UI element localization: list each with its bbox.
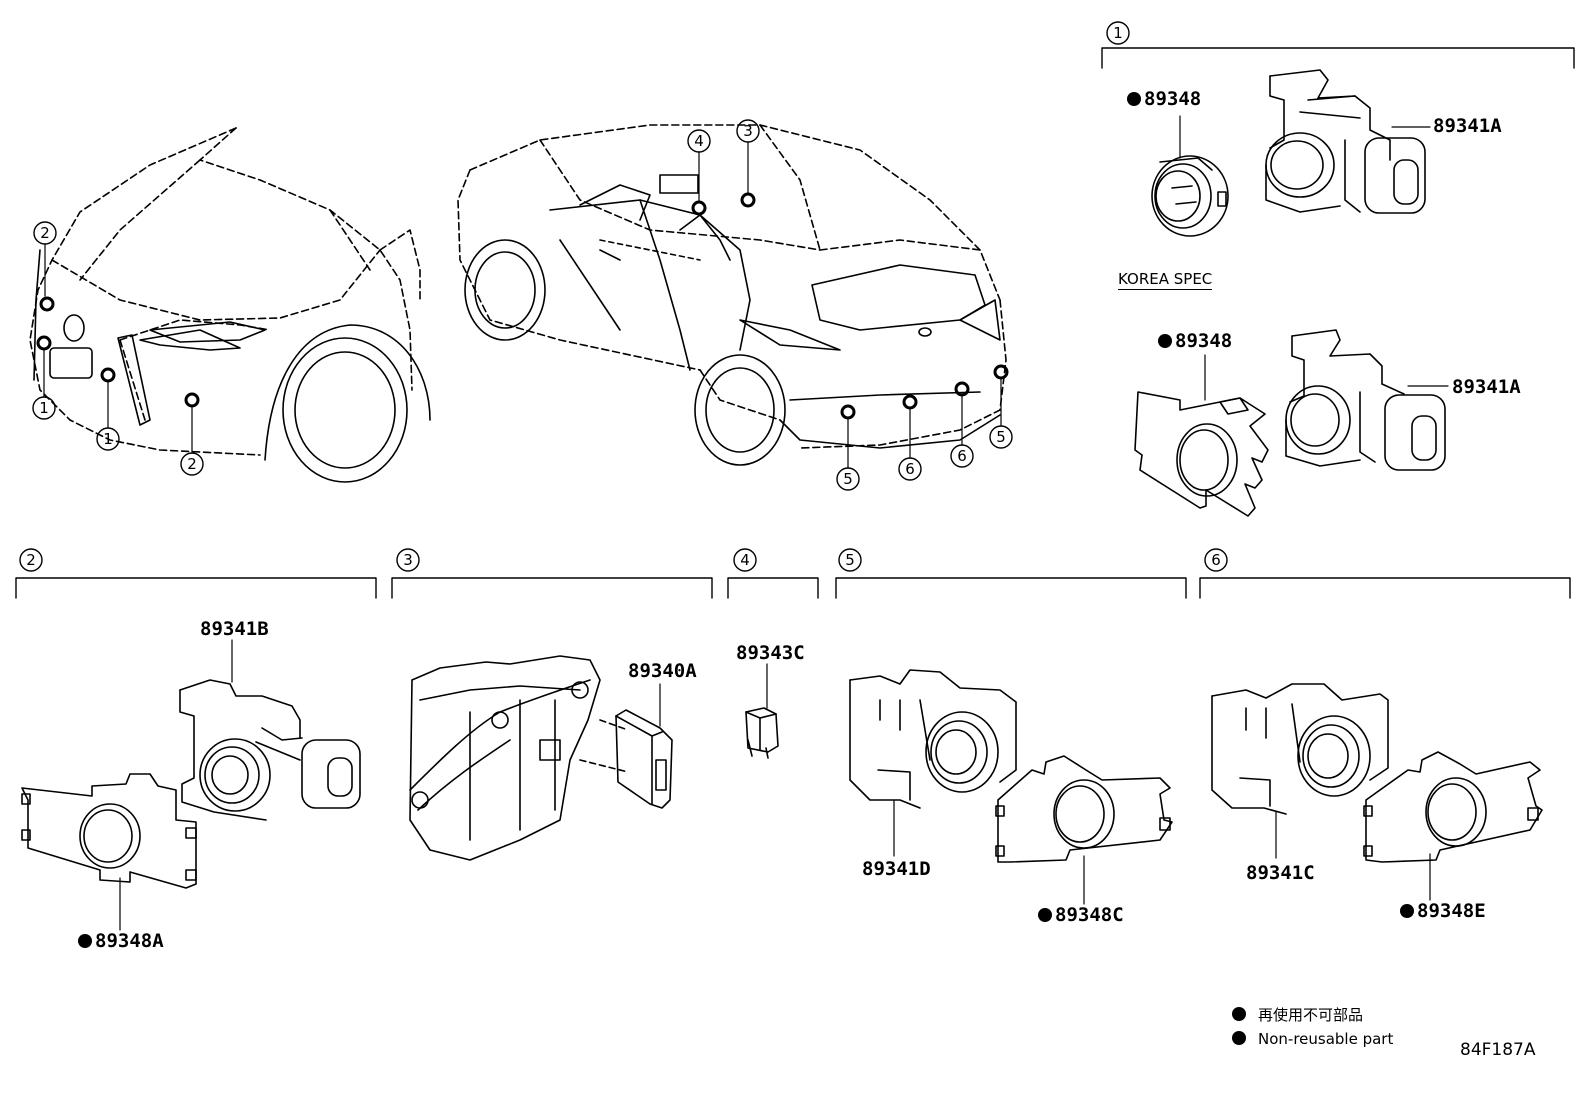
retainer-89348e-illustration bbox=[1363, 751, 1543, 901]
retainer-89348a-illustration bbox=[21, 773, 197, 931]
group-label: 3 bbox=[403, 551, 413, 569]
marker-label: 2 bbox=[187, 455, 197, 473]
front-vehicle-illustration bbox=[29, 127, 421, 456]
retainer-89348-illustration bbox=[1151, 115, 1229, 237]
group-label: 6 bbox=[1211, 551, 1221, 569]
front-vehicle-solid bbox=[33, 249, 431, 483]
part-label-89348c[interactable]: 89348C bbox=[1038, 904, 1124, 926]
part-label-89348a[interactable]: 89348A bbox=[78, 930, 164, 952]
group-label: 4 bbox=[740, 551, 750, 569]
sensor-89341c-illustration bbox=[1211, 683, 1389, 859]
marker-label: 6 bbox=[957, 447, 967, 465]
korea-sensor-89341a-illustration bbox=[1285, 329, 1449, 471]
sensor-89341d-illustration bbox=[849, 669, 1017, 857]
group-label: 5 bbox=[845, 551, 855, 569]
rear-vehicle-solid bbox=[464, 174, 1001, 466]
marker-label: 1 bbox=[103, 430, 113, 448]
marker-leaders bbox=[43, 141, 1002, 469]
legend-non-reusable-jp: 再使用不可部品 bbox=[1232, 1004, 1363, 1025]
callout-digits: 2 1 1 2 4 3 5 6 6 5 1 2 3 4 5 6 bbox=[26, 24, 1221, 569]
part-label-89343c[interactable]: 89343C bbox=[736, 642, 805, 664]
part-label-89340a[interactable]: 89340A bbox=[628, 660, 697, 682]
marker-label: 5 bbox=[843, 470, 853, 488]
marker-label: 5 bbox=[996, 428, 1006, 446]
retainer-89348c-illustration bbox=[995, 755, 1173, 905]
group-label: 1 bbox=[1113, 24, 1123, 42]
marker-label: 3 bbox=[743, 122, 753, 140]
ecu-89340a-illustration bbox=[615, 683, 673, 809]
legend-non-reusable-en: Non-reusable part bbox=[1232, 1030, 1393, 1048]
diagram-code: 84F187A bbox=[1460, 1040, 1536, 1060]
sensor-89341a-illustration bbox=[1265, 69, 1431, 214]
part-label-89341b[interactable]: 89341B bbox=[200, 618, 269, 640]
callout-circles bbox=[19, 21, 1228, 572]
marker-label: 2 bbox=[40, 224, 50, 242]
group-label: 2 bbox=[26, 551, 36, 569]
part-label-89348e[interactable]: 89348E bbox=[1400, 900, 1486, 922]
part-label-89341a-korea[interactable]: 89341A bbox=[1452, 376, 1521, 398]
part-label-89341d[interactable]: 89341D bbox=[862, 858, 931, 880]
sensor-89341b-illustration bbox=[179, 639, 361, 821]
marker-label: 1 bbox=[39, 399, 49, 417]
marker-label: 6 bbox=[905, 460, 915, 478]
sensor-location-markers bbox=[36, 192, 1009, 420]
group-brackets bbox=[15, 47, 1575, 599]
part-label-89341c[interactable]: 89341C bbox=[1246, 862, 1315, 884]
part-label-89348[interactable]: 89348 bbox=[1127, 88, 1201, 110]
part-label-89341a[interactable]: 89341A bbox=[1433, 115, 1502, 137]
marker-label: 4 bbox=[694, 132, 704, 150]
korea-retainer-89348-illustration bbox=[1134, 354, 1269, 517]
korea-spec-title: KOREA SPEC bbox=[1118, 270, 1213, 290]
rear-vehicle-illustration bbox=[457, 124, 1007, 449]
part-label-89348-korea[interactable]: 89348 bbox=[1158, 330, 1232, 352]
relay-89343c-illustration bbox=[745, 663, 779, 759]
ecu-bracket-illustration bbox=[409, 655, 629, 861]
